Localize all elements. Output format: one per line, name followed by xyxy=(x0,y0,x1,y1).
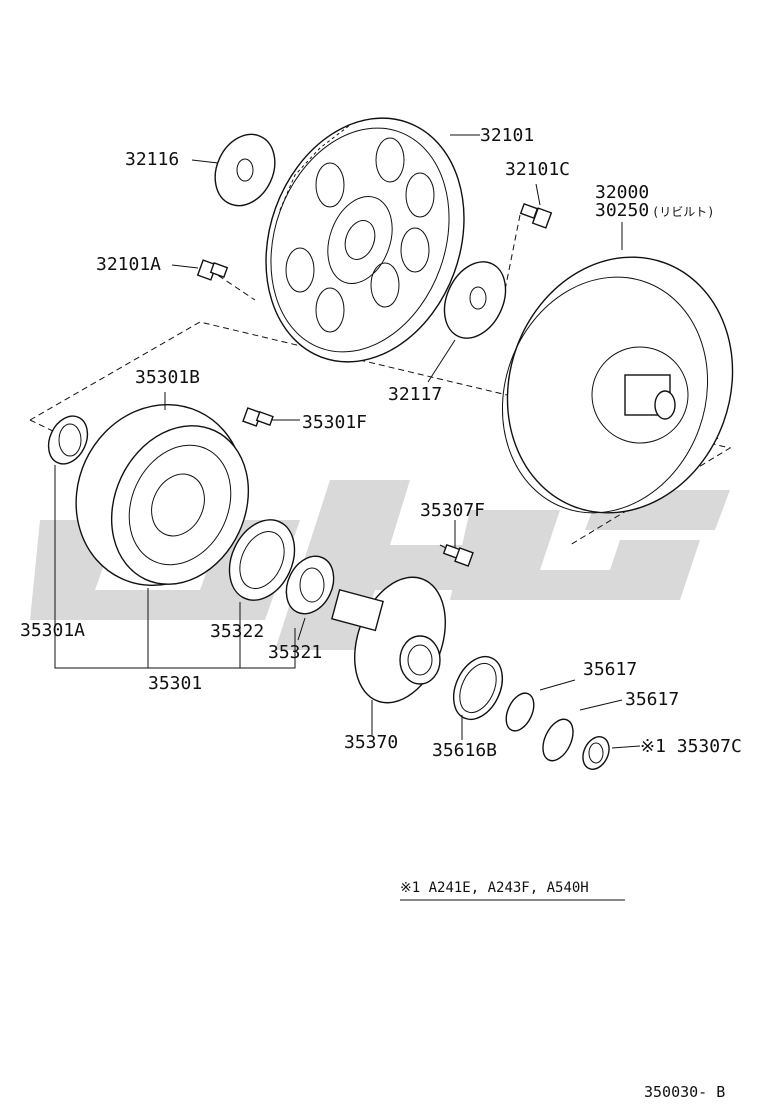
bolt-35307f xyxy=(442,543,474,567)
spacer-32117 xyxy=(443,261,507,339)
label-35321: 35321 xyxy=(268,642,322,663)
label-32101c: 32101C xyxy=(505,159,570,180)
torque-converter-32000 xyxy=(501,256,734,514)
part-labels: 32101 32116 32101C 32000 30250 (リビルト) 32… xyxy=(20,125,742,761)
label-32116: 32116 xyxy=(125,149,179,170)
label-32117: 32117 xyxy=(388,384,442,405)
label-35616b: 35616B xyxy=(432,740,497,761)
oil-seal-ring-35617-a xyxy=(505,692,535,732)
bolt-32101c xyxy=(519,203,553,229)
label-35370: 35370 xyxy=(344,732,398,753)
bolt-35301f xyxy=(242,407,274,427)
label-35301b: 35301B xyxy=(135,367,200,388)
label-35301: 35301 xyxy=(148,673,202,694)
label-35617-a: 35617 xyxy=(583,659,637,680)
leader-lines xyxy=(54,134,641,901)
label-32101: 32101 xyxy=(480,125,534,146)
driven-gear-35322 xyxy=(228,519,296,601)
label-30250-note: (リビルト) xyxy=(652,205,714,219)
label-35307c: ※1 35307C xyxy=(640,736,742,757)
stator-shaft-35370 xyxy=(331,576,446,704)
oil-seal-35301a xyxy=(47,415,89,465)
seal-ring-35616b xyxy=(452,655,504,721)
spacer-32116 xyxy=(214,133,276,207)
label-35307f: 35307F xyxy=(420,500,485,521)
bolt-32101a xyxy=(196,259,229,281)
label-35301f: 35301F xyxy=(302,412,367,433)
drive-plate-32101 xyxy=(265,117,465,363)
label-32101a: 32101A xyxy=(96,254,161,275)
drive-gear-35321 xyxy=(285,555,335,615)
label-35301a: 35301A xyxy=(20,620,85,641)
diagram-code: 350030- B xyxy=(644,1083,725,1101)
label-32000: 32000 xyxy=(595,182,649,203)
bushing-35307c xyxy=(582,736,610,770)
label-35617-b: 35617 xyxy=(625,689,679,710)
oil-seal-ring-35617-b xyxy=(542,718,574,762)
footnote: ※1 A241E, A243F, A540H xyxy=(400,880,589,896)
label-30250: 30250 xyxy=(595,200,649,221)
oil-pump-body-35301 xyxy=(75,404,250,586)
label-35322: 35322 xyxy=(210,621,264,642)
